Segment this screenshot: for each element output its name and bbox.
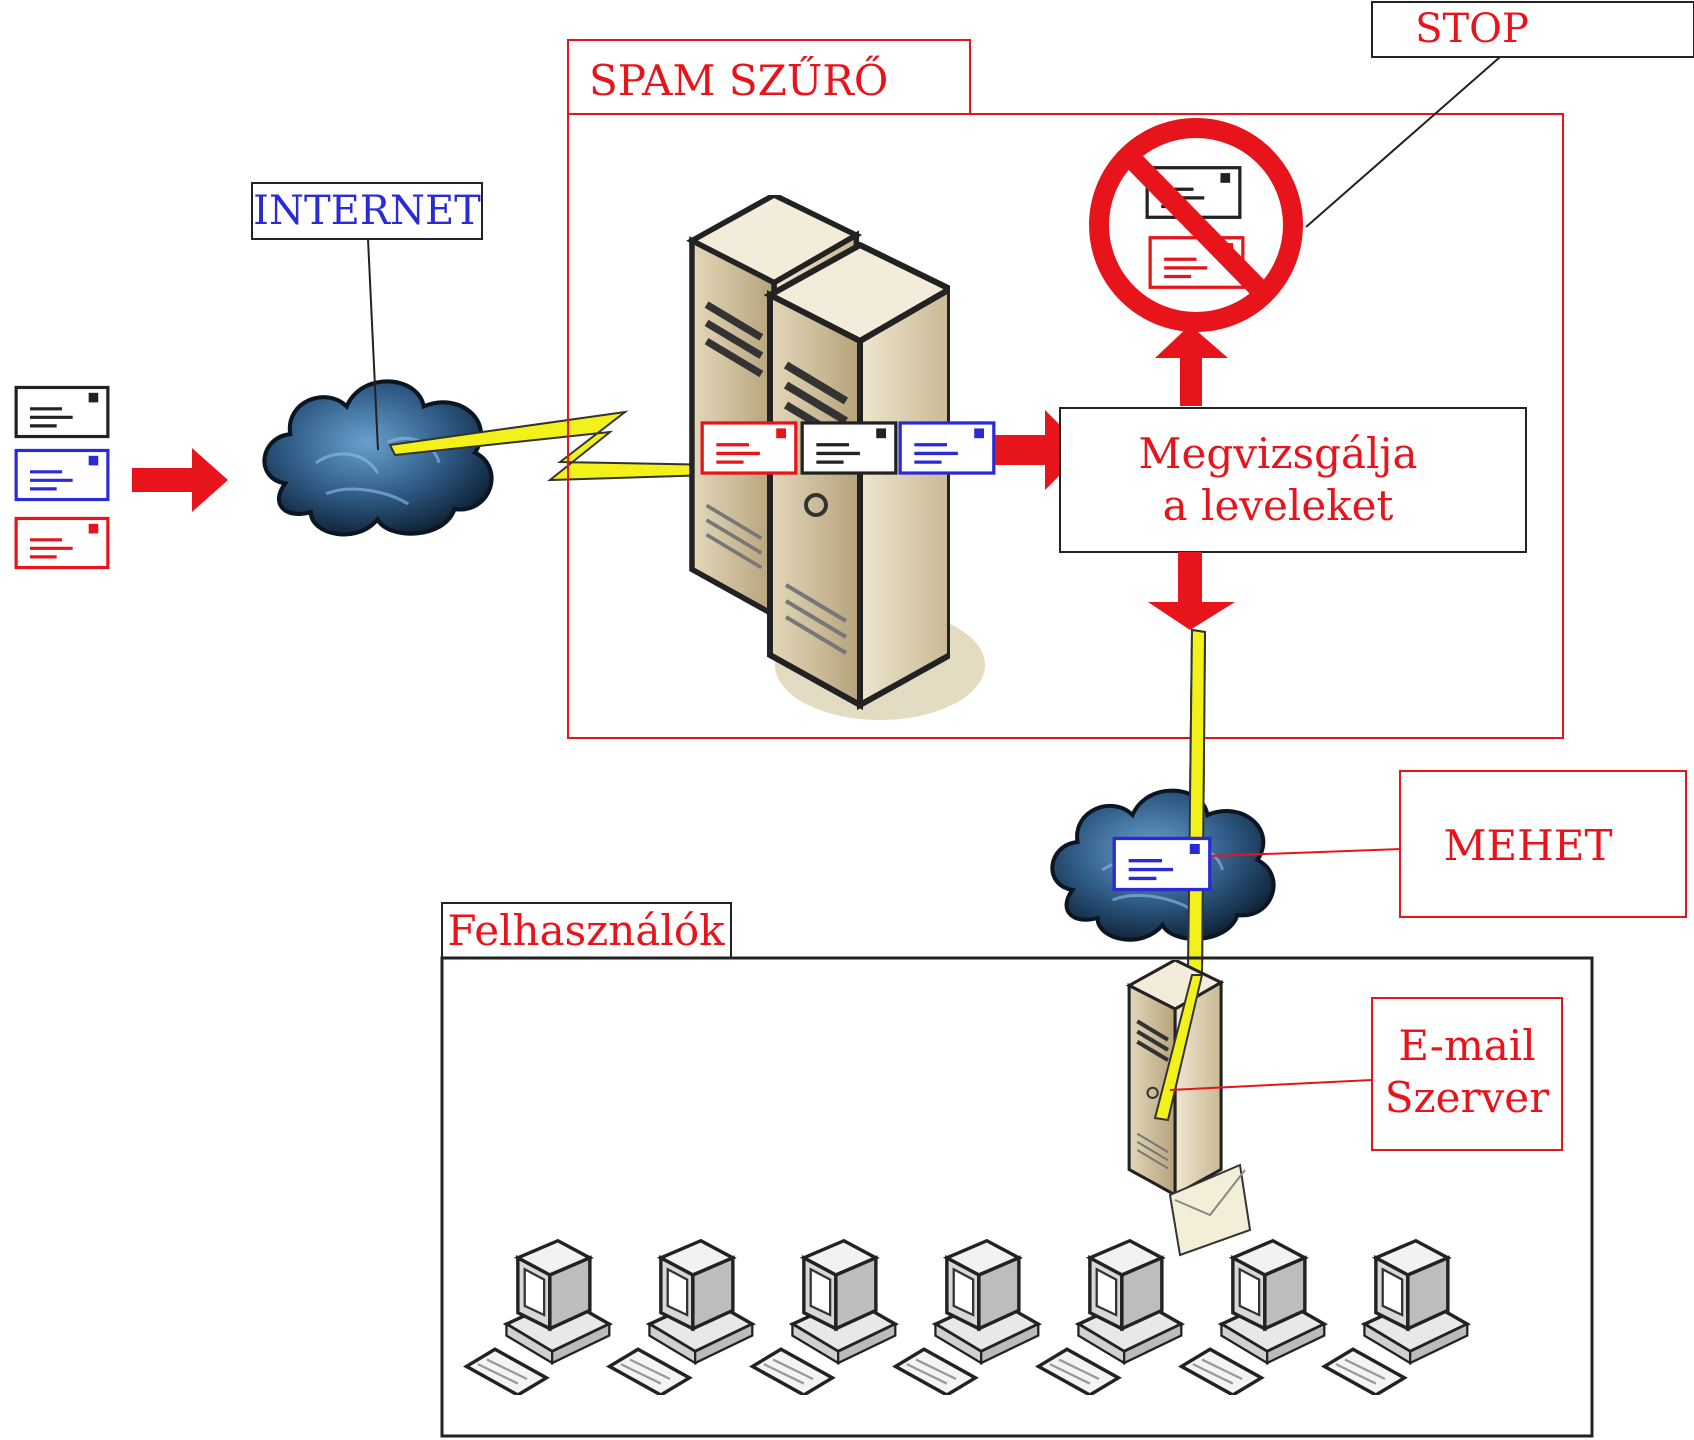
workstation-row xyxy=(464,1238,1470,1395)
check-mail-line1: Megvizsgálja xyxy=(1138,429,1417,478)
envelope-red-icon xyxy=(14,516,110,570)
lightning-link-icon xyxy=(1153,974,1204,1122)
lightning-link-icon xyxy=(1186,628,1207,976)
go-label: MEHET xyxy=(1444,821,1613,870)
envelope-dark-icon xyxy=(14,385,110,439)
stop-sign-icon xyxy=(1089,118,1303,332)
workstation-icon xyxy=(1179,1238,1327,1395)
email-server-label-box: E-mail Szerver xyxy=(1169,997,1563,1151)
workstation-icon xyxy=(1322,1238,1470,1395)
users-region: Felhasználók xyxy=(440,902,1594,1438)
workstation-icon xyxy=(893,1238,1041,1395)
envelope-blue-icon xyxy=(898,421,996,475)
workstation-icon xyxy=(607,1238,754,1395)
arrow-right-icon xyxy=(132,448,228,512)
check-mail-box: Megvizsgálja a leveleket xyxy=(1059,407,1527,553)
envelope-blue-icon xyxy=(14,448,110,502)
arrow-down-icon xyxy=(1148,552,1235,630)
go-label-box: MEHET xyxy=(1211,770,1687,918)
envelope-red-icon xyxy=(700,421,798,475)
spam-filter-region: SPAM SZŰRŐ xyxy=(567,39,1564,739)
spam-server-cluster-icon xyxy=(692,195,985,720)
users-title: Felhasználók xyxy=(447,906,725,955)
internet-cloud-icon xyxy=(264,381,491,534)
email-server-icon xyxy=(1129,960,1252,1257)
email-server-line1: E-mail xyxy=(1398,1021,1535,1070)
envelope-dark-icon xyxy=(800,421,898,475)
spam-filter-title: SPAM SZŰRŐ xyxy=(589,55,888,105)
envelope-blue-icon xyxy=(1112,836,1212,892)
incoming-mail-stack xyxy=(14,385,110,570)
email-server-line2: Szerver xyxy=(1385,1073,1550,1122)
arrow-up-icon xyxy=(1155,325,1228,406)
envelopes-in-transit xyxy=(700,421,996,475)
check-mail-line2: a leveleket xyxy=(1163,481,1394,530)
stop-label-box: STOP xyxy=(1305,1,1694,228)
workstation-icon xyxy=(464,1238,611,1395)
internet-label: INTERNET xyxy=(253,188,481,234)
workstation-icon xyxy=(750,1238,897,1395)
workstation-icon xyxy=(1036,1238,1184,1395)
stop-label: STOP xyxy=(1415,6,1529,52)
internet-label-box: INTERNET xyxy=(251,182,483,451)
